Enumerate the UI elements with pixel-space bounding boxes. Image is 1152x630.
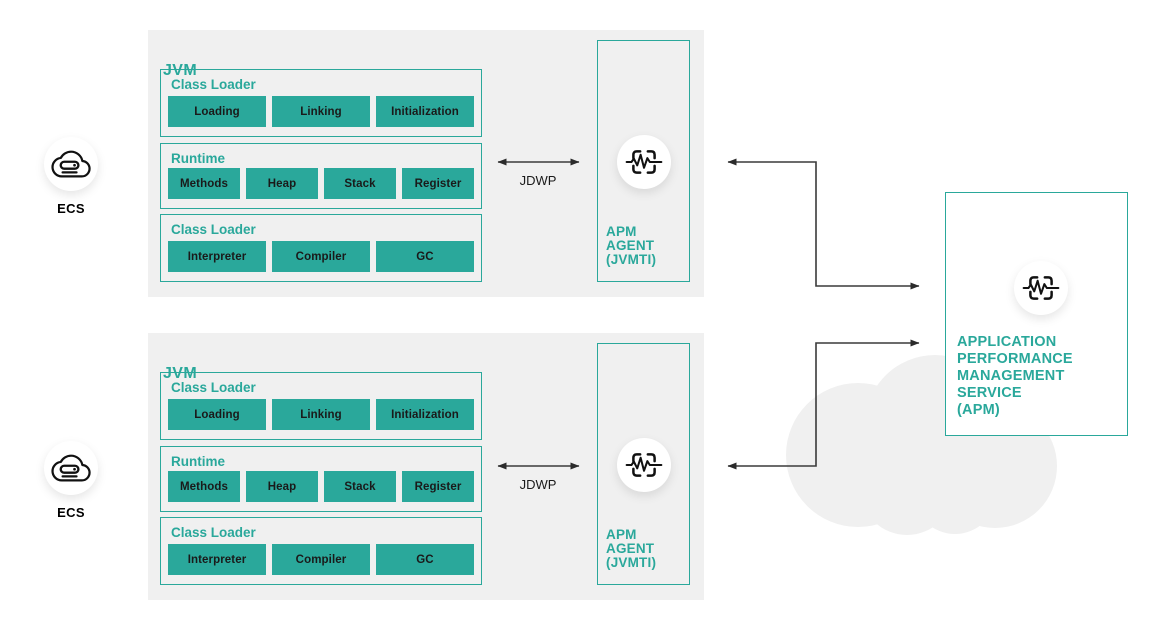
class-loader-section: Class Loader Interpreter Compiler GC bbox=[160, 517, 482, 585]
jvm-title: JVM bbox=[163, 62, 198, 79]
jvm-block-register: Register bbox=[402, 168, 474, 199]
class-loader-section: Class Loader Loading Linking Initializat… bbox=[160, 372, 482, 440]
agent-to-apm-connector bbox=[727, 158, 920, 290]
apm-service-label: APPLICATION PERFORMANCE MANAGEMENT SERVI… bbox=[957, 334, 1073, 418]
jvm-block-initialization: Initialization bbox=[376, 96, 474, 127]
jvm-block-interpreter: Interpreter bbox=[168, 544, 266, 575]
jvm-block-compiler: Compiler bbox=[272, 544, 370, 575]
jvm-block-register: Register bbox=[402, 471, 474, 502]
apm-service-circle bbox=[1014, 261, 1068, 315]
pulse-frame-icon bbox=[625, 453, 663, 477]
agent-circle bbox=[617, 135, 671, 189]
apm-agent-box: APM AGENT (JVMTI) bbox=[597, 343, 690, 585]
agent-circle bbox=[617, 438, 671, 492]
jvm-block-stack: Stack bbox=[324, 471, 396, 502]
jvm-block-stack: Stack bbox=[324, 168, 396, 199]
ecs-label: ECS bbox=[57, 201, 85, 216]
jvm-block-initialization: Initialization bbox=[376, 399, 474, 430]
apm-agent-label: APM AGENT (JVMTI) bbox=[606, 224, 657, 267]
section-title: Class Loader bbox=[171, 222, 256, 237]
jvm-block-interpreter: Interpreter bbox=[168, 241, 266, 272]
jvm-block-loading: Loading bbox=[168, 96, 266, 127]
jdwp-label: JDWP bbox=[519, 173, 557, 188]
section-title: Class Loader bbox=[171, 525, 256, 540]
ecs-label: ECS bbox=[57, 505, 85, 520]
jdwp-label: JDWP bbox=[519, 477, 557, 492]
jvm-block-linking: Linking bbox=[272, 399, 370, 430]
jvm-block-compiler: Compiler bbox=[272, 241, 370, 272]
section-title: Runtime bbox=[171, 151, 225, 166]
apm-service-box: APPLICATION PERFORMANCE MANAGEMENT SERVI… bbox=[945, 192, 1128, 436]
jvm-panel: JVM Class Loader Loading Linking Initial… bbox=[148, 333, 704, 600]
class-loader-section: Class Loader Loading Linking Initializat… bbox=[160, 69, 482, 137]
runtime-section: Runtime Methods Heap Stack Register bbox=[160, 446, 482, 512]
jvm-block-methods: Methods bbox=[168, 471, 240, 502]
cloud-server-icon bbox=[51, 454, 91, 482]
jvm-title: JVM bbox=[163, 365, 198, 382]
jvm-panel: JVM Class Loader Loading Linking Initial… bbox=[148, 30, 704, 297]
jvm-block-loading: Loading bbox=[168, 399, 266, 430]
apm-agent-label: APM AGENT (JVMTI) bbox=[606, 527, 657, 570]
section-title: Class Loader bbox=[171, 380, 256, 395]
jvm-block-heap: Heap bbox=[246, 471, 318, 502]
ecs-circle bbox=[44, 441, 98, 495]
jvm-block-linking: Linking bbox=[272, 96, 370, 127]
section-title: Class Loader bbox=[171, 77, 256, 92]
section-title: Runtime bbox=[171, 454, 225, 469]
cloud-bump bbox=[913, 450, 997, 534]
jvm-block-methods: Methods bbox=[168, 168, 240, 199]
jvm-block-gc: GC bbox=[376, 544, 474, 575]
apm-agent-box: APM AGENT (JVMTI) bbox=[597, 40, 690, 282]
cloud-server-icon bbox=[51, 150, 91, 178]
pulse-frame-icon bbox=[1022, 276, 1060, 300]
class-loader-section: Class Loader Interpreter Compiler GC bbox=[160, 214, 482, 282]
jvm-block-gc: GC bbox=[376, 241, 474, 272]
ecs-circle bbox=[44, 137, 98, 191]
ecs-node: ECS bbox=[43, 137, 99, 216]
jvm-block-heap: Heap bbox=[246, 168, 318, 199]
ecs-node: ECS bbox=[43, 441, 99, 520]
runtime-section: Runtime Methods Heap Stack Register bbox=[160, 143, 482, 209]
pulse-frame-icon bbox=[625, 150, 663, 174]
